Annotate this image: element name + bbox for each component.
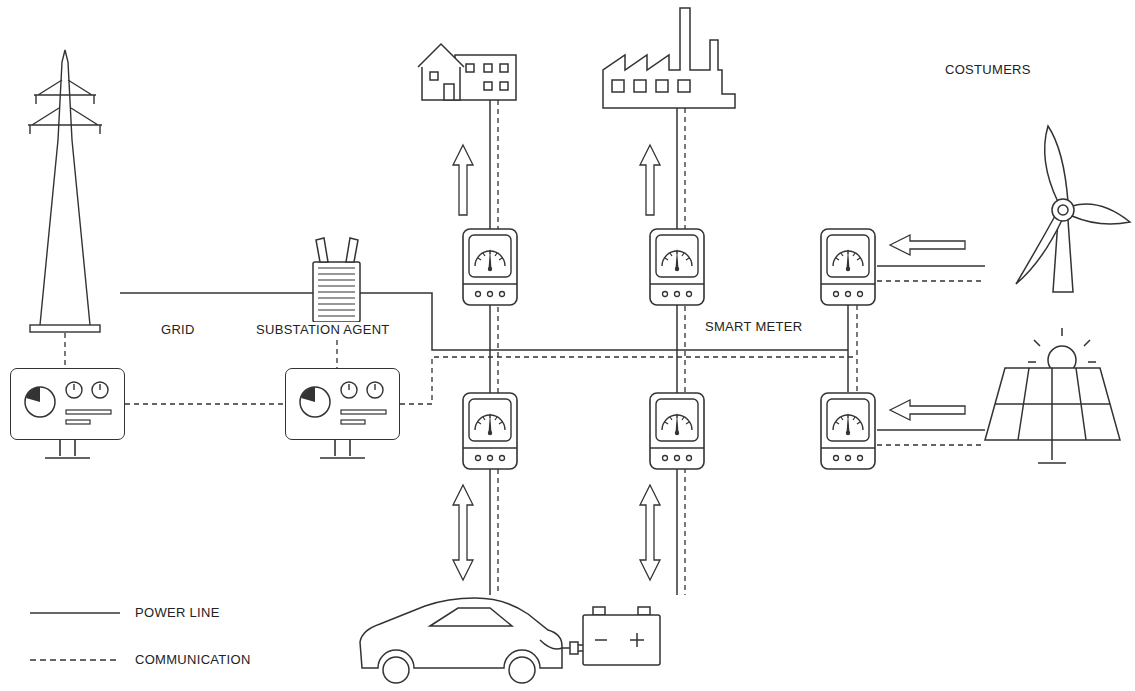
monitor-box: GRID bbox=[10, 368, 125, 440]
legend-text: POWER LINE bbox=[133, 605, 222, 621]
monitor-box: SUBSTATION AGENT bbox=[285, 368, 400, 440]
component-label: SMART METER bbox=[703, 319, 804, 335]
group-label: COSTUMERS bbox=[943, 62, 1033, 78]
communication-link bbox=[125, 403, 285, 404]
node-heading: GRID bbox=[159, 322, 197, 338]
node-heading: SUBSTATION AGENT bbox=[254, 322, 392, 338]
legend-text: COMMUNICATION bbox=[133, 652, 253, 668]
